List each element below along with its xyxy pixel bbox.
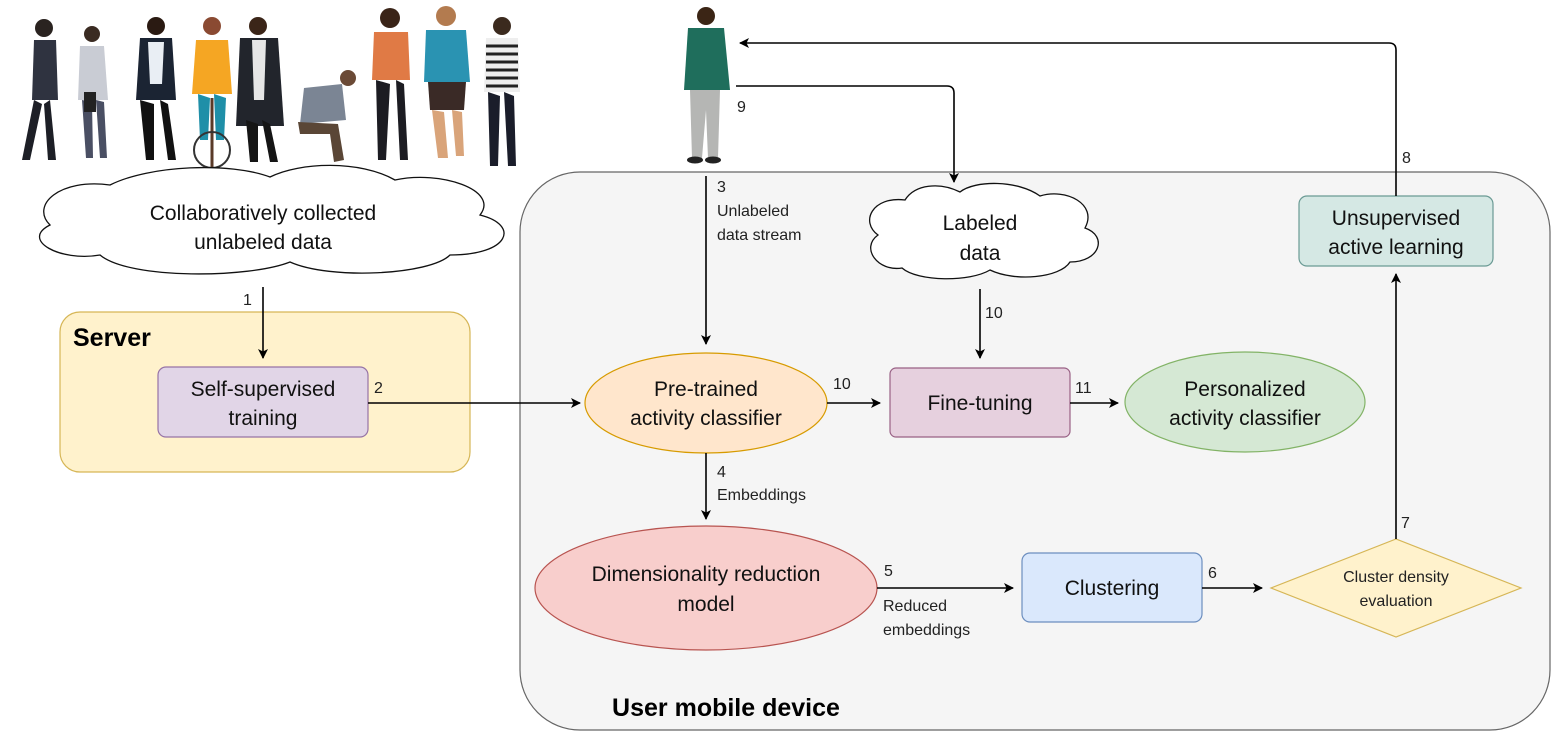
- self-supervised-label-1: Self-supervised: [191, 378, 336, 401]
- edge-9-label: 9: [737, 99, 746, 116]
- edge-1-label: 1: [243, 292, 252, 309]
- person-striped-shirt: [484, 17, 520, 166]
- cloud-collected-data: [39, 164, 505, 275]
- edge-3-label: 3: [717, 179, 726, 196]
- edge-11-label: 11: [1075, 380, 1092, 397]
- dimensionality-reduction-node: [534, 525, 878, 651]
- pretrained-label-1: Pre-trained: [654, 378, 758, 401]
- edge-8-label: 8: [1402, 150, 1411, 167]
- personalized-classifier-node: [1124, 351, 1366, 453]
- self-supervised-training-node: [157, 366, 369, 438]
- cluster-density-node: [1269, 538, 1523, 638]
- edges: [258, 38, 1401, 593]
- labeled-data-label-2: data: [960, 242, 1001, 265]
- person-phone: [78, 26, 108, 158]
- person-cyclist: [192, 17, 232, 169]
- edge-9: [736, 85, 959, 183]
- edge-10-labeled-label: 10: [985, 305, 1003, 322]
- person-suit: [236, 17, 284, 162]
- server-title: Server: [73, 324, 151, 352]
- person-running: [424, 6, 470, 158]
- person-crouching: [298, 70, 356, 162]
- device-title: User mobile device: [612, 694, 840, 722]
- self-supervised-label-2: training: [229, 407, 298, 430]
- edge-6-label: 6: [1208, 565, 1217, 582]
- user-person: [684, 7, 730, 164]
- edge-8: [739, 38, 1397, 196]
- edge-10-pretrained-label: 10: [833, 376, 851, 393]
- edge-4-label: 4: [717, 464, 726, 481]
- edge-5-label: 5: [884, 563, 893, 580]
- pretrained-label-2: activity classifier: [630, 407, 782, 430]
- dimred-label-2: model: [677, 593, 734, 616]
- pretrained-classifier-node: [584, 352, 828, 454]
- cloud-labeled-data: [869, 182, 1099, 280]
- edge-5-text-1: Reduced: [883, 598, 947, 615]
- personalized-label-2: activity classifier: [1169, 407, 1321, 430]
- dimred-label-1: Dimensionality reduction: [592, 563, 821, 586]
- clustering-label: Clustering: [1065, 577, 1160, 600]
- edge-4-text: Embeddings: [717, 487, 806, 504]
- density-label-1: Cluster density: [1343, 569, 1449, 586]
- edge-3-text-1: Unlabeled: [717, 203, 789, 220]
- cloud-collected-label-1: Collaboratively collected: [150, 202, 376, 225]
- person-orange-top: [372, 8, 410, 160]
- person-hands-pockets: [136, 17, 176, 160]
- person-walking: [22, 19, 58, 160]
- labeled-data-label-1: Labeled: [943, 212, 1018, 235]
- fine-tuning-label: Fine-tuning: [927, 392, 1032, 415]
- crowd-illustration: [22, 6, 520, 169]
- edge-5-text-2: embeddings: [883, 622, 970, 639]
- edge-2-label: 2: [374, 380, 383, 397]
- personalized-label-1: Personalized: [1184, 378, 1305, 401]
- edge-3-text-2: data stream: [717, 227, 801, 244]
- density-label-2: evaluation: [1360, 593, 1433, 610]
- edge-7-label: 7: [1401, 515, 1410, 532]
- ual-label-2: active learning: [1328, 236, 1463, 259]
- cloud-collected-label-2: unlabeled data: [194, 231, 332, 254]
- ual-label-1: Unsupervised: [1332, 207, 1460, 230]
